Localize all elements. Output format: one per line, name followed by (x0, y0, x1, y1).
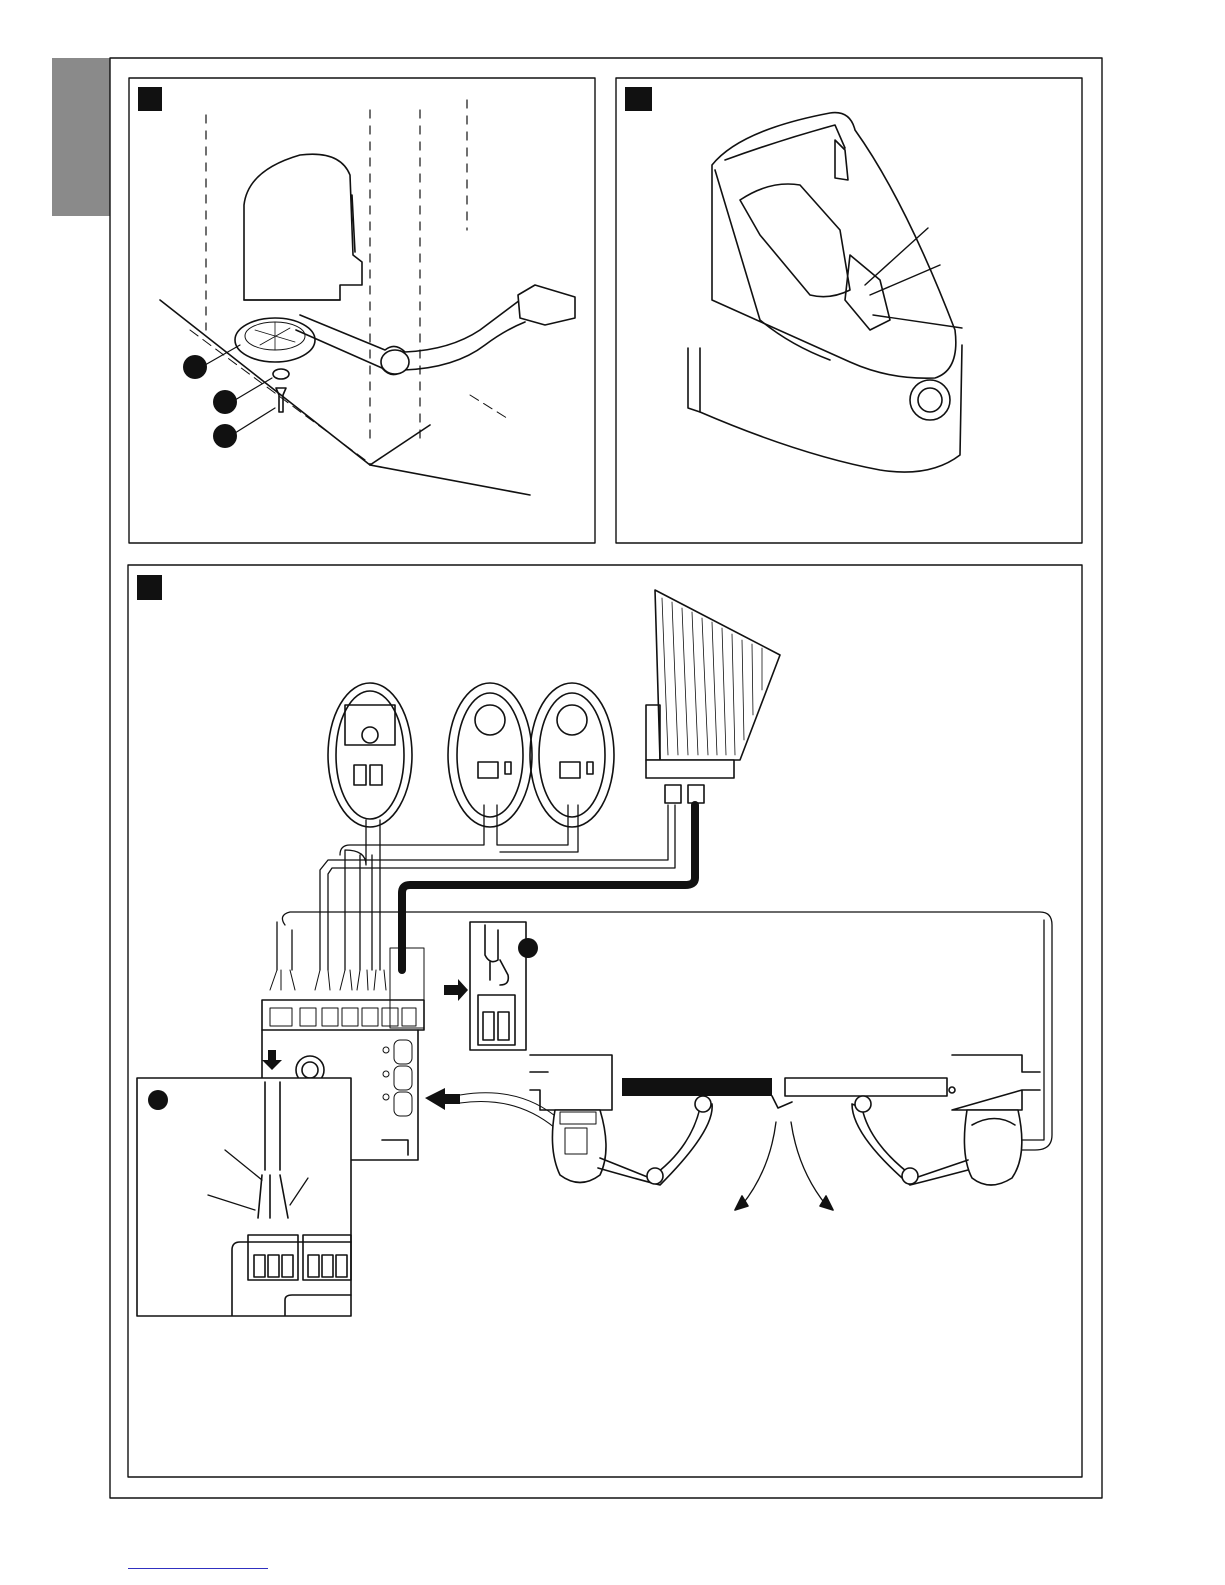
footer-link-underline (128, 1568, 268, 1569)
callout-dot (213, 424, 237, 448)
figure-installation (129, 78, 595, 543)
callout-dot (213, 390, 237, 414)
motor-housing (244, 154, 362, 300)
antenna-detail-inset (470, 922, 538, 1050)
callout-dot (148, 1090, 168, 1110)
photocell-transmitter (448, 683, 532, 827)
release-knob (910, 380, 950, 420)
gate-bracket (518, 285, 575, 325)
photocell-receiver (530, 683, 614, 827)
figure-wiring (128, 565, 1082, 1477)
antenna-cable (402, 805, 695, 970)
figure-badge (625, 87, 652, 111)
washer (273, 369, 289, 379)
gate-assembly (530, 1055, 1040, 1210)
arrow-left (425, 1088, 460, 1110)
key-selector (328, 683, 412, 827)
figure-badge (138, 87, 162, 111)
earth-wiring-inset (137, 1078, 351, 1316)
callout-dot (518, 938, 538, 958)
figure-housing-open (616, 78, 1082, 543)
flashing-light (646, 590, 780, 803)
arrow-down (262, 1050, 282, 1070)
arrow-right (444, 979, 468, 1001)
callout-dot (183, 355, 207, 379)
figure-badge (137, 575, 162, 600)
